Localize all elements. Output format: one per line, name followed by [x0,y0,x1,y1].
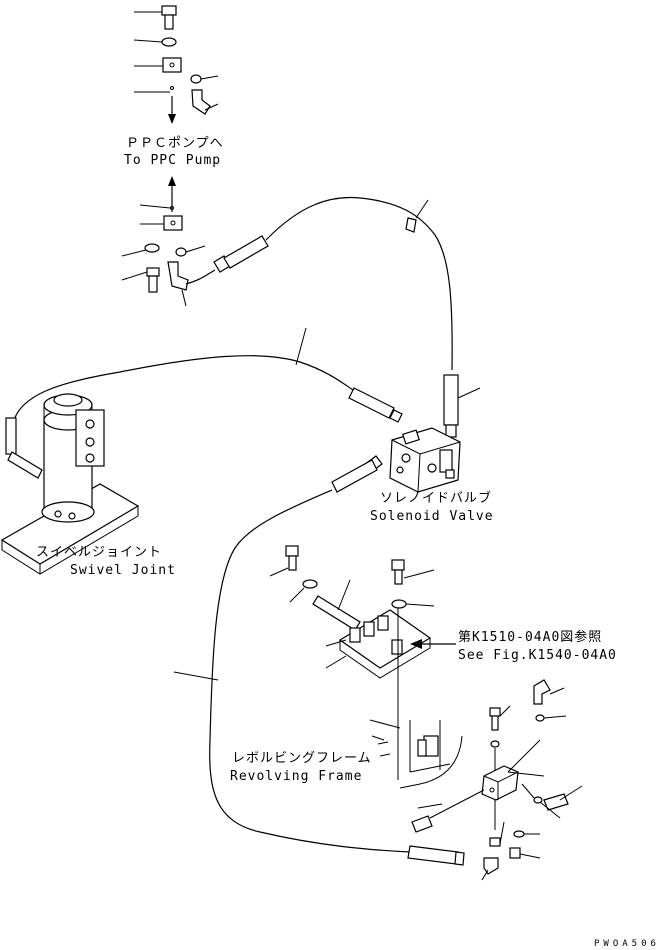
manifold-plug-left [411,815,433,833]
ppc-pump-label-en: To PPC Pump [124,153,221,168]
manifold-bottom-nipple [509,847,521,859]
long-hose-lower-fitting [407,845,459,865]
manifold-bottom-elbow [483,857,499,875]
swivel-upper-hose-fitting [348,387,395,419]
reference-label-jp: 第K1510-04A0図参照 [458,629,602,645]
bracket-bolt-right [391,559,405,571]
top-block [162,57,182,73]
solenoid-label-jp: ソレノイドバルブ [380,490,492,506]
frame-label-en: Revolving Frame [230,769,362,784]
lower-fitting-group [121,176,206,307]
lower-block [163,215,183,231]
ppc-hose-fitting [223,235,269,269]
revolving-frame [369,719,463,789]
lower-manifold-group [411,679,583,881]
manifold-side-bolt [543,793,569,811]
manifold-block [481,765,519,801]
manifold-nipple [491,715,499,731]
frame-label-jp: レボルビングフレーム [232,751,372,766]
top-bolt [134,5,177,30]
lower-elbow [167,261,189,291]
lower-o-ring [175,247,187,257]
swivel-upper-hose [11,327,403,431]
bracket-assembly [269,545,456,780]
bracket-plate [312,595,361,631]
top-washer [161,37,177,47]
long-hose [173,455,465,866]
manifold-elbow [533,679,551,705]
solenoid-hose-fitting [443,374,459,426]
swivel-label-jp: スイベルジョイント [36,545,162,560]
long-hose-upper-fitting [331,459,378,493]
drawing-code: PWOA506 [594,939,660,949]
top-elbow [191,89,211,115]
lower-washer [144,243,160,253]
bracket-bolt-left [285,545,299,557]
solenoid-valve [389,427,461,493]
top-o-ring [190,74,202,84]
solenoid-label-en: Solenoid Valve [370,509,494,524]
lower-bolt [148,275,158,293]
hose-clamp [405,217,417,233]
swivel-label-en: Swivel Joint [70,563,176,578]
top-fitting-group [133,5,219,124]
ppc-hose [185,196,481,438]
swivel-joint [0,393,140,575]
reference-label-en: See Fig.K1540-04A0 [458,648,617,663]
ppc-pump-label-jp: ＰＰＣポンプへ [126,136,224,151]
